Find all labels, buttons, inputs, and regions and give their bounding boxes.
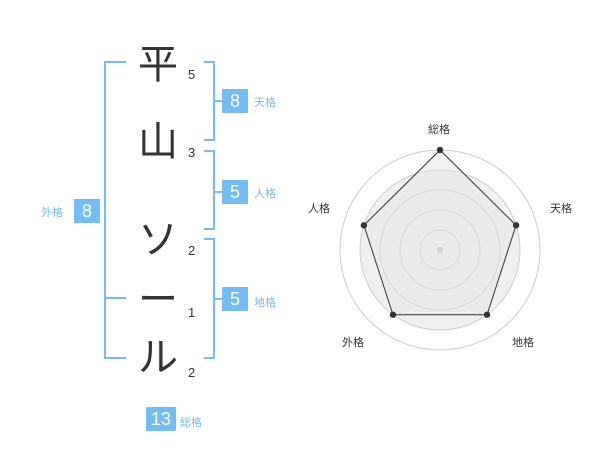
stroke-count-1: 5 — [188, 67, 196, 82]
name-char-3: ソ — [138, 217, 178, 263]
chikaku-bracket-tick — [214, 298, 222, 300]
tenkaku-bracket-tick — [214, 100, 222, 102]
chikaku-label: 地格 — [254, 296, 276, 309]
jinkaku-badge: 5 — [222, 180, 248, 204]
radar-point-5 — [360, 222, 368, 229]
tenkaku-label: 天格 — [254, 96, 276, 109]
radar-point-3 — [483, 311, 491, 318]
name-char-4: ー — [138, 277, 178, 323]
gaikaku-bracket-divider — [104, 297, 126, 299]
radar-point-1 — [436, 146, 444, 154]
chikaku-badge: 5 — [222, 287, 248, 311]
radar-axis-label-gaikaku: 外格 — [342, 336, 364, 349]
radar-axis-label-tenkaku: 天格 — [550, 202, 572, 215]
soukaku-badge: 13 — [146, 407, 176, 431]
radar-polygon — [363, 149, 517, 316]
name-char-5: ル — [138, 335, 178, 381]
radar-axis-label-jinkaku: 人格 — [308, 202, 330, 215]
jinkaku-bracket-tick — [214, 191, 222, 193]
radar-point-4 — [389, 311, 397, 318]
radar-axis-label-soukaku: 総格 — [428, 123, 450, 136]
jinkaku-bracket — [204, 150, 215, 230]
gaikaku-label: 外格 — [41, 206, 63, 219]
name-char-2: 山 — [138, 119, 178, 165]
stroke-count-2: 3 — [188, 145, 196, 160]
jinkaku-label: 人格 — [254, 187, 276, 200]
stroke-count-3: 2 — [188, 243, 196, 258]
stroke-count-5: 2 — [188, 365, 196, 380]
gaikaku-bracket — [104, 61, 126, 359]
radar-point-2 — [512, 222, 520, 229]
tenkaku-badge: 8 — [222, 89, 248, 113]
radar-axis-label-chikaku: 地格 — [512, 336, 534, 349]
name-char-1: 平 — [138, 42, 178, 88]
soukaku-label: 総格 — [180, 416, 202, 429]
gaikaku-badge: 8 — [74, 199, 100, 223]
stroke-count-4: 1 — [188, 305, 196, 320]
